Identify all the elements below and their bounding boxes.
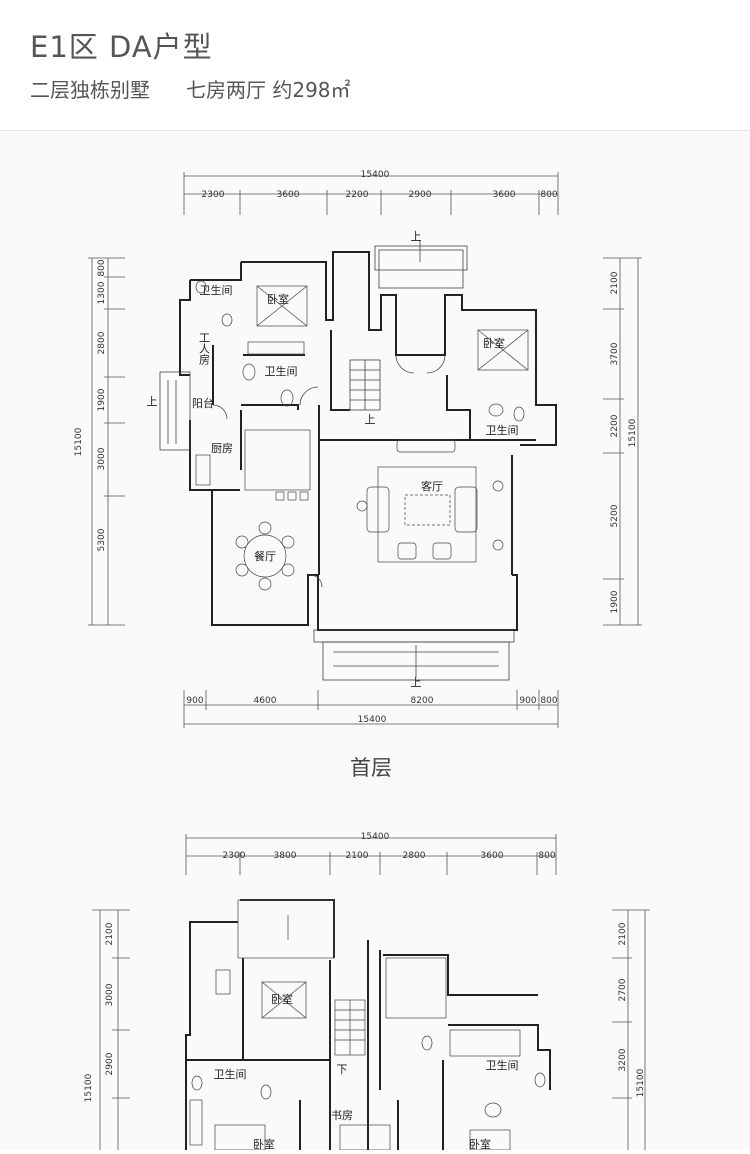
- stair-up-label: 上: [147, 395, 158, 408]
- room-bedroom: 卧室: [271, 992, 293, 1006]
- f1-bottom-dim: 800: [540, 696, 557, 706]
- f1-top-total: 15400: [361, 170, 390, 180]
- f1-bottom-dim: 4600: [254, 696, 277, 706]
- room-bedroom: 卧室: [267, 292, 289, 306]
- f1-left-dim: 3000: [97, 447, 107, 470]
- floor2-room-labels: 卧室 卫生间 卫生间 书房 卧室 卧室 下: [214, 992, 519, 1151]
- f1-bottom-total: 15400: [358, 715, 387, 725]
- room-worker: 工人房: [198, 332, 211, 366]
- room-bath: 卫生间: [214, 1067, 247, 1081]
- f1-left-dim: 800: [97, 259, 107, 276]
- room-bedroom: 卧室: [483, 336, 505, 350]
- f1-right-dim: 1900: [610, 590, 620, 613]
- f2-right-total: 15100: [636, 1068, 646, 1097]
- f2-top-total: 15400: [361, 832, 390, 842]
- page-title: E1区 DA户型: [30, 30, 213, 64]
- f1-right-dim: 2100: [610, 271, 620, 294]
- floor1-furniture: [195, 280, 529, 591]
- room-bath: 卫生间: [486, 423, 519, 437]
- house-type: 二层独栋别墅: [30, 78, 150, 102]
- f1-bottom-dim: 900: [519, 696, 536, 706]
- f1-top-dim: 3600: [277, 190, 300, 200]
- room-bedroom: 卧室: [253, 1137, 275, 1150]
- f1-left-dim: 1300: [97, 281, 107, 304]
- room-study: 书房: [331, 1109, 353, 1122]
- f2-top-dim: 2800: [403, 851, 426, 861]
- floor1-walls: [179, 251, 557, 631]
- room-kitchen: 厨房: [211, 442, 233, 455]
- f1-top-dim: 2200: [346, 190, 369, 200]
- f1-right-dim: 3700: [610, 342, 620, 365]
- f1-right-dim: 2200: [610, 414, 620, 437]
- f1-top-dim: 800: [540, 190, 557, 200]
- stair-down-label: 下: [337, 1063, 348, 1076]
- floor-plan-area: 15400 2300 3600 2200 2900 3600 800 900 4…: [0, 131, 750, 1151]
- stair-up-label: 上: [411, 676, 422, 689]
- f2-right-dim: 3200: [618, 1048, 628, 1071]
- f1-left-total: 15100: [74, 427, 84, 456]
- room-bedroom: 卧室: [469, 1137, 491, 1150]
- f1-right-total: 15100: [628, 418, 638, 447]
- room-living: 客厅: [421, 479, 443, 493]
- floor1-label: 首层: [350, 756, 392, 780]
- f2-right-dim: 2700: [618, 978, 628, 1001]
- f2-top-dim: 800: [538, 851, 555, 861]
- f1-right-dim: 5200: [610, 504, 620, 527]
- floor1-plan: [88, 172, 642, 728]
- f2-top-dim: 3800: [274, 851, 297, 861]
- room-bath: 卫生间: [486, 1058, 519, 1072]
- stair-up-label: 上: [411, 230, 422, 243]
- f2-left-dim: 2900: [105, 1052, 115, 1075]
- f2-left-total: 15100: [84, 1073, 94, 1102]
- room-summary: 七房两厅 约298㎡: [186, 78, 351, 102]
- f1-bottom-dim: 900: [186, 696, 203, 706]
- f1-top-dim: 2900: [409, 190, 432, 200]
- header: E1区 DA户型 二层独栋别墅 七房两厅 约298㎡: [0, 0, 750, 131]
- room-dining: 餐厅: [254, 549, 276, 563]
- f1-top-dim: 2300: [202, 190, 225, 200]
- f2-top-dim: 3600: [481, 851, 504, 861]
- floor1-room-labels: 卫生间 卧室 工人房 卫生间 阳台 厨房 餐厅 客厅 卧室 卫生间 上 上 上 …: [147, 230, 519, 689]
- room-bath: 卫生间: [200, 283, 233, 297]
- f2-top-dim: 2100: [346, 851, 369, 861]
- f2-left-dim: 3000: [105, 983, 115, 1006]
- f1-bottom-dim: 8200: [411, 696, 434, 706]
- f2-left-dim: 2100: [105, 922, 115, 945]
- f1-top-dim: 3600: [493, 190, 516, 200]
- f1-left-dim: 1900: [97, 388, 107, 411]
- floor1-dimensions: 15400 2300 3600 2200 2900 3600 800 900 4…: [74, 170, 638, 725]
- room-bath: 卫生间: [265, 364, 298, 378]
- f1-left-dim: 5300: [97, 528, 107, 551]
- floor-plan-drawing: 15400 2300 3600 2200 2900 3600 800 900 4…: [74, 170, 650, 1151]
- room-balcony: 阳台: [192, 396, 214, 410]
- f2-right-dim: 2100: [618, 922, 628, 945]
- f1-left-dim: 2800: [97, 331, 107, 354]
- floor2-walls: [185, 899, 551, 1150]
- stair-up-label: 上: [365, 413, 376, 426]
- floor1-details: [159, 240, 515, 681]
- floor2-dimensions: 15400 2300 3800 2100 2800 3600 800 15100…: [84, 832, 646, 1102]
- page-subtitle: 二层独栋别墅 七房两厅 约298㎡: [30, 74, 351, 103]
- floor2-plan: [92, 834, 650, 1150]
- f2-top-dim: 2300: [223, 851, 246, 861]
